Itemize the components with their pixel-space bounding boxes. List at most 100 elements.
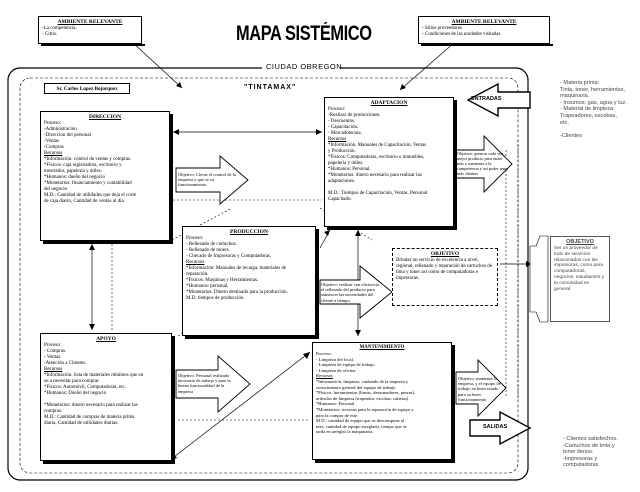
apoyo-line: Proceso: [44, 343, 62, 348]
mantenimiento-line: conocimiento general del equipo de traba… [316, 384, 396, 390]
mantenimiento-line: M.D.: cantidad de equipo que se descompo… [316, 418, 405, 424]
adaptacion-line: -Realizar de promociones. [328, 113, 381, 118]
entradas-label: ENTRADAS [471, 96, 502, 102]
direccion-line: *Humanos: dueño del negocio [44, 175, 105, 180]
produccion-line: reparación. [186, 272, 209, 277]
produccion-line: *Monetarios: Dinero destinado para la pr… [186, 290, 288, 295]
mantenimiento-line: Proceso: [316, 351, 332, 356]
adaptacion-line: Capacitado. [328, 197, 352, 202]
mantenimiento-objective-text: Objetivo: mantener la empresa, y el equi… [458, 376, 501, 402]
mantenimiento-line: *Información: limpieza, cuidando de la e… [316, 378, 409, 384]
salidas-item: toner llenos. [563, 449, 594, 456]
entradas-item: - Insumos: gas, agua y luz. [560, 99, 627, 106]
mantenimiento-line: tarda en arreglar la maquinaria. [316, 429, 374, 435]
mantenimiento-line: para la compra de este. [316, 412, 359, 418]
adaptacion-line: M.D.: Tiempos de Capacitación, Ventas, P… [328, 191, 428, 196]
ambiente-left-connector [131, 41, 183, 89]
apoyo-line: compras. [44, 409, 63, 414]
ambiente-left-line: - Citris. [42, 32, 58, 37]
direccion-line: del negocio [44, 187, 68, 192]
entradas-item: - Material de limpieza: [560, 106, 615, 113]
produccion-header: PRODUCCION [230, 229, 268, 235]
direccion-line: *Información: control de ventas y compra… [44, 157, 132, 162]
direccion-line: *Físicos: caja registradora, escritorio … [44, 163, 122, 168]
entradas-item [560, 126, 640, 133]
adaptacion-line: *Humanos: Personal. [328, 167, 371, 172]
mantenimiento-line: Recursos [316, 373, 333, 379]
objetivo-right-header: OBJETIVO [566, 239, 594, 245]
entradas-item: - Materia prima: [560, 80, 600, 86]
direccion-line: -Ventas [44, 139, 59, 144]
direccion-header: DIRECCION [88, 114, 122, 120]
direccion-line: -Compras [44, 145, 64, 150]
mantenimiento-line: - Limpieza de equipo de trabajo [316, 362, 375, 368]
entradas-item: etc. [560, 119, 570, 126]
mantenimiento-line: - Limpieza de oficina [316, 367, 356, 373]
apoyo-line: *Información: lista de materiales mínimo… [44, 373, 144, 378]
apoyo-line: *Físicos: Automóvil, Computadoras, etc. [44, 385, 126, 390]
salidas-label: SALIDAS [483, 424, 508, 430]
apoyo-line: -Atención a Clientes. [44, 361, 87, 366]
direccion-objective-text: Objetivo: Llevar el control de la empres… [178, 172, 236, 188]
adaptacion-line: adaptaciones. [328, 179, 356, 184]
salidas-arrow [469, 410, 532, 446]
adaptacion-objective-text: Objetivo: generar cada vez mejor product… [457, 152, 509, 176]
direccion-line: -Direccion del personal [44, 133, 91, 138]
mantenimiento-line: *Monetarios: recursos para la reparación… [316, 406, 414, 412]
produccion-objective-arrow [319, 265, 393, 319]
apoyo-box: APOYO Proceso: - Compras. - Ventas. -Ate… [40, 333, 172, 461]
direccion-box: DIRECCION Proceso: -Administracion -Dire… [40, 111, 170, 241]
entradas-item: maquinaria. [560, 93, 590, 100]
salidas-item: computadoras [563, 462, 599, 469]
adaptacion-line: papelería y útiles. [328, 161, 364, 166]
entradas-item: Tinta, toner, herramientas, [560, 86, 626, 93]
apoyo-objective-arrow [175, 355, 251, 413]
mantenimiento-objective-arrow [455, 358, 507, 418]
ambiente-right-line: - Condiciones de las unidades visitadas [422, 32, 501, 37]
apoyo-line: *Monetarios: dinero necesario para reali… [44, 403, 138, 408]
mantenimiento-line: *Físicos: herramientas (líneas, desarmad… [316, 390, 416, 396]
salidas-item: - Clientes satisfechos. [563, 436, 618, 442]
direccion-line: M.D.: Cantidad de utilidades que deja el… [44, 193, 137, 198]
adaptacion-line: - Capacitación. [328, 125, 359, 130]
entradas-item: -Clientes [560, 132, 583, 139]
ambiente-right-header: AMBIENTE RELEVANTE [451, 19, 517, 25]
ambiente-left-line: -La competencia. [42, 26, 77, 31]
mantenimiento-box: MANTENIMIENTO Proceso: - Limpieza del lo… [312, 342, 452, 460]
entradas-arrow [466, 82, 531, 118]
salidas-item: -Cartuchos de tinta y [563, 442, 615, 449]
produccion-line: - Checado de Impresoras y Computadoras. [186, 254, 272, 259]
apoyo-line: - Compras. [44, 349, 67, 354]
produccion-line: Recursos [186, 260, 205, 265]
direccion-line: mostrador, papelería y útiles. [44, 169, 102, 174]
apoyo-header: APOYO [96, 336, 116, 342]
direccion-objective-arrow [175, 155, 249, 205]
direccion-line: de caja diario, Cantidad de ventas al dí… [44, 199, 125, 204]
objetivo-right-text: Ser un proveedor de todo de servicios re… [554, 246, 605, 292]
ambiente-right-connector [399, 41, 456, 91]
adaptacion-line: *Físicos: Computadoras, escritorio e inm… [328, 155, 425, 160]
city-label: CIUDAD OBREGON [266, 62, 343, 71]
ambiente-relevante-left: AMBIENTE RELEVANTE -La competencia. - Ci… [38, 16, 142, 44]
apoyo-line: - Ventas. [44, 355, 62, 360]
system-inner-boundary [19, 77, 519, 474]
produccion-line: Proceso: [186, 236, 204, 241]
mantenimiento-line: *Humanos: Personal. [316, 401, 356, 407]
mantenimiento-line: mes, cantidad de equipo arreglado, tiemp… [316, 423, 407, 429]
adaptacion-box: ADAPTACION Proceso: -Realizar de promoci… [324, 97, 454, 227]
apoyo-line: M.D.: Cantidad de compras de materia pri… [44, 415, 135, 420]
direccion-line: -Administracion [44, 127, 77, 132]
adaptacion-line: y Producción. [328, 149, 356, 154]
objetivo-center-box: OBJETIVO Brindar un servicio de excelenc… [392, 248, 498, 306]
produccion-line: *Información: Manuales de recarga, mater… [186, 266, 287, 271]
apoyo-line: Recursos [44, 367, 63, 372]
salidas-item: -Impresoras y [563, 455, 598, 462]
mantenimiento-line: artículos de limpieza (trapeador, escoba… [316, 395, 409, 401]
ambiente-relevante-right: AMBIENTE RELEVANTE - Sitios proveedores … [418, 16, 550, 44]
direccion-line: *Monetarios: financiamiento y contabilid… [44, 181, 132, 186]
adaptacion-line: *Información, Manuales de Capacitación, … [328, 143, 427, 148]
objetivo-right-box: OBJETIVO Ser un proveedor de todo de ser… [550, 236, 610, 322]
ambiente-left-header: AMBIENTE RELEVANTE [57, 19, 123, 25]
objetivo-center-text: Brindar un servicio de excelencia a nive… [396, 258, 492, 281]
apoyo-line: *Humanos: Dueño del negocio [44, 391, 107, 396]
